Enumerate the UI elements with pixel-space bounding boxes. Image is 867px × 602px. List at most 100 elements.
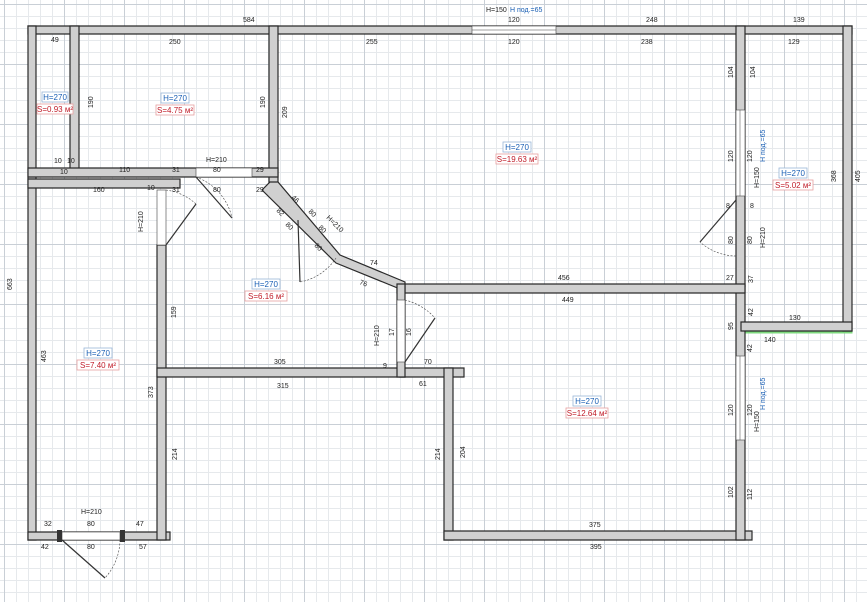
dimension-label: 159 bbox=[171, 306, 178, 318]
dimension-label: 10 bbox=[54, 158, 62, 165]
doors bbox=[57, 167, 737, 579]
right-window2-sill: H под.=65 bbox=[760, 377, 767, 410]
dimension-label: 395 bbox=[590, 544, 602, 551]
dimension-label: 663 bbox=[7, 278, 14, 290]
dimension-label: 139 bbox=[793, 17, 805, 24]
bath-right-wall bbox=[268, 25, 279, 191]
door-living-height: H=210 bbox=[325, 214, 345, 234]
dimension-label: 102 bbox=[728, 486, 735, 498]
living-height: H=270 bbox=[505, 143, 529, 152]
dimension-label: 17 bbox=[389, 328, 396, 336]
right-window1-height: H=150 bbox=[754, 167, 761, 188]
door-bath-gap bbox=[195, 167, 253, 178]
dimension-label: 368 bbox=[831, 170, 838, 182]
dimension-label: 80 bbox=[284, 221, 295, 232]
opening-labels: H=150 H под.=65 H=150 H под.=65 H=150 H … bbox=[81, 7, 767, 516]
living-bedroom-wall bbox=[396, 283, 746, 294]
hall-area: S=6.16 м² bbox=[248, 292, 284, 301]
door-bath-height: H=210 bbox=[206, 157, 227, 164]
dimension-label: 27 bbox=[726, 275, 734, 282]
dimension-label: 315 bbox=[277, 383, 289, 390]
dimension-label: 29 bbox=[256, 167, 264, 174]
dimension-label: 238 bbox=[641, 39, 653, 46]
dimension-label: 255 bbox=[366, 39, 378, 46]
living-area: S=19.63 м² bbox=[497, 155, 538, 164]
bedroom-left-upper bbox=[399, 367, 465, 378]
door-entrance-gap bbox=[61, 531, 121, 541]
dimension-label: 373 bbox=[148, 386, 155, 398]
dimension-label: 190 bbox=[88, 96, 95, 108]
dimension-label: 112 bbox=[747, 489, 754, 500]
dimension-label: 31 bbox=[172, 187, 180, 194]
door-living-leaf bbox=[297, 219, 301, 283]
dimension-label: 129 bbox=[788, 39, 800, 46]
pantry-height: H=270 bbox=[43, 93, 67, 102]
dimension-label: 120 bbox=[728, 150, 735, 162]
corridor-top-wall bbox=[27, 178, 181, 189]
bath-height: H=270 bbox=[163, 94, 187, 103]
door-corridor-gap bbox=[156, 189, 167, 246]
bedroom-left-wall bbox=[443, 367, 454, 541]
dimension-label: 42 bbox=[747, 344, 754, 352]
right-window2-height: H=150 bbox=[754, 411, 761, 432]
dimension-label: 80 bbox=[87, 521, 95, 528]
hall-bottom-wall bbox=[156, 367, 406, 378]
dimension-label: 140 bbox=[764, 337, 776, 344]
dimension-label: 104 bbox=[750, 66, 757, 78]
dimension-label: 250 bbox=[169, 39, 181, 46]
dimension-label: 32 bbox=[44, 521, 52, 528]
dimension-label: 16 bbox=[406, 328, 413, 336]
door-corridor-height: H=210 bbox=[138, 211, 145, 232]
door-balcony-leaf bbox=[699, 199, 737, 243]
pantry-right-wall bbox=[69, 25, 80, 177]
dimension-label: 80 bbox=[87, 544, 95, 551]
dimension-label: 10 bbox=[67, 158, 75, 165]
balcony-area: S=5.02 м² bbox=[775, 181, 811, 190]
bedroom-area: S=12.64 м² bbox=[567, 409, 608, 418]
balcony-right-wall bbox=[842, 25, 853, 332]
dimension-label: 375 bbox=[589, 522, 601, 529]
outer-wall-top bbox=[27, 25, 853, 35]
dimension-label: 463 bbox=[41, 350, 48, 362]
dimension-label: 31 bbox=[172, 167, 180, 174]
top-window-height: H=150 bbox=[486, 7, 507, 14]
dimension-label: 120 bbox=[747, 150, 754, 162]
dimension-label: 104 bbox=[728, 66, 735, 78]
dimension-label: 70 bbox=[424, 359, 432, 366]
room-labels: H=270 S=0.93 м² H=270 S=4.75 м² H=270 S=… bbox=[36, 91, 814, 419]
dimension-label: 37 bbox=[748, 275, 755, 283]
dimension-label: 80 bbox=[747, 236, 754, 244]
window-right-bedroom bbox=[735, 355, 746, 441]
dimension-label: 120 bbox=[508, 17, 520, 24]
dimension-label: 76 bbox=[358, 279, 368, 288]
dimension-label: 74 bbox=[370, 260, 378, 267]
dimension-label: 214 bbox=[172, 448, 179, 460]
dimension-label: 214 bbox=[435, 448, 442, 460]
dimension-label: 204 bbox=[460, 446, 467, 458]
door-bedroom-height: H=210 bbox=[374, 325, 381, 346]
walls bbox=[27, 25, 853, 541]
top-window-sill: H под.=65 bbox=[510, 7, 543, 14]
dimension-label: 584 bbox=[243, 17, 255, 24]
door-bedroom-gap bbox=[396, 299, 406, 363]
dimension-label: 120 bbox=[747, 404, 754, 416]
dimension-label: 80 bbox=[213, 187, 221, 194]
balcony-height: H=270 bbox=[781, 169, 805, 178]
dimension-label: 456 bbox=[558, 275, 570, 282]
dimension-label: 120 bbox=[728, 404, 735, 416]
windows bbox=[471, 25, 746, 441]
dimension-label: 95 bbox=[728, 322, 735, 330]
door-entrance-height: H=210 bbox=[81, 509, 102, 516]
outer-wall-left bbox=[27, 25, 37, 541]
dimension-label: 42 bbox=[41, 544, 49, 551]
hall-diag-wall bbox=[261, 181, 406, 292]
dimension-label: 248 bbox=[646, 17, 658, 24]
corridor-right-wall bbox=[156, 244, 167, 541]
dimension-label: 42 bbox=[748, 308, 755, 316]
dimension-label: 9 bbox=[383, 363, 387, 370]
dimension-label: 29 bbox=[256, 187, 264, 194]
pantry-area: S=0.93 м² bbox=[37, 105, 73, 114]
corridor-area: S=7.40 м² bbox=[80, 361, 116, 370]
dimension-label: 47 bbox=[136, 521, 144, 528]
dimension-label: 46 bbox=[290, 194, 301, 205]
